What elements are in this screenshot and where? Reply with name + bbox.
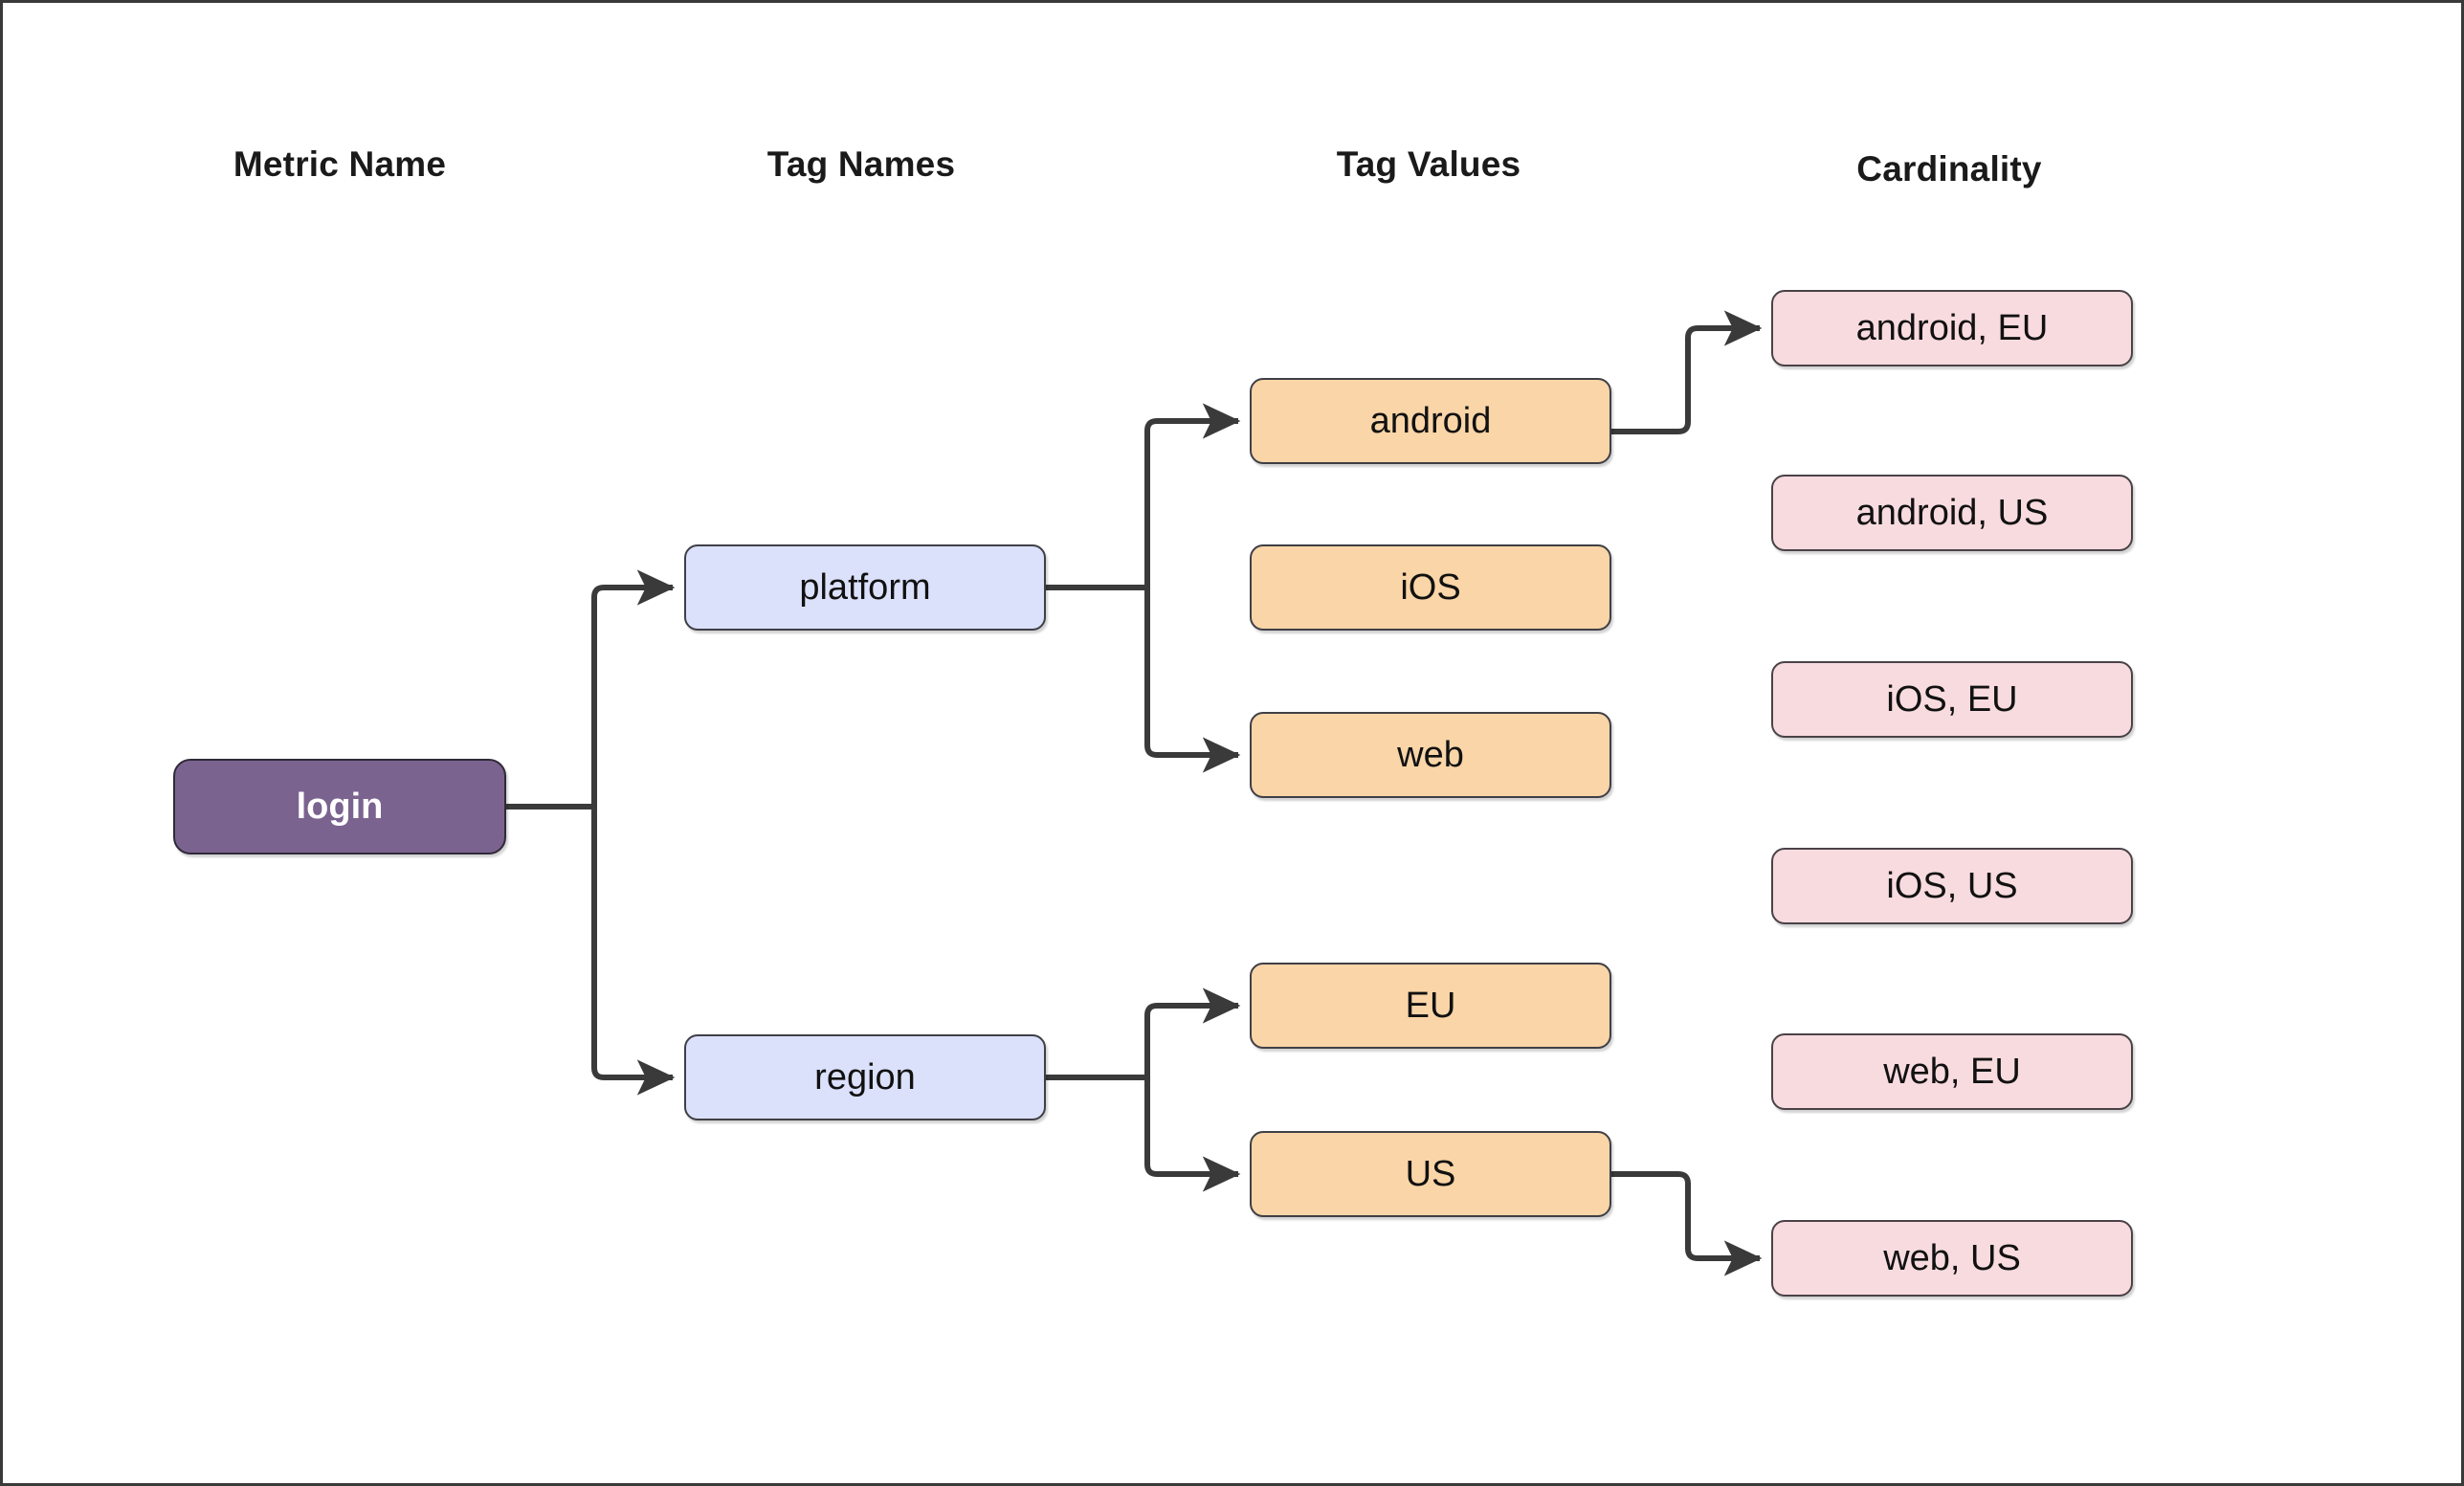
node-metric-login[interactable]: login [173, 759, 506, 854]
node-tagvalue-eu[interactable]: EU [1250, 963, 1611, 1049]
node-tagvalue-web[interactable]: web [1250, 712, 1611, 798]
node-cardinality-android-us[interactable]: android, US [1771, 475, 2133, 551]
node-cardinality-web-eu[interactable]: web, EU [1771, 1033, 2133, 1110]
column-header-tag-names: Tag Names [766, 144, 956, 184]
edge-login-to-platform [591, 569, 676, 807]
column-header-metric-name: Metric Name [233, 144, 447, 184]
edge-region-to-us [1144, 1077, 1241, 1192]
node-cardinality-ios-us[interactable]: iOS, US [1771, 848, 2133, 924]
edge-platform-to-web [1144, 588, 1241, 773]
column-header-tag-values: Tag Values [1336, 144, 1521, 184]
edge-us-to-web-us [1611, 1171, 1763, 1276]
node-cardinality-ios-eu[interactable]: iOS, EU [1771, 661, 2133, 738]
node-cardinality-web-us[interactable]: web, US [1771, 1220, 2133, 1297]
edge-login-to-region [591, 807, 676, 1096]
edge-android-to-android-eu [1611, 310, 1763, 434]
node-tagvalue-android[interactable]: android [1250, 378, 1611, 464]
edge-region-to-eu [1144, 987, 1241, 1077]
node-tagname-platform[interactable]: platform [684, 544, 1046, 631]
edge-platform-to-android [1144, 403, 1241, 588]
node-tagvalue-ios[interactable]: iOS [1250, 544, 1611, 631]
node-tagvalue-us[interactable]: US [1250, 1131, 1611, 1217]
node-cardinality-android-eu[interactable]: android, EU [1771, 290, 2133, 366]
node-tagname-region[interactable]: region [684, 1034, 1046, 1120]
column-header-cardinality: Cardinality [1856, 149, 2042, 189]
